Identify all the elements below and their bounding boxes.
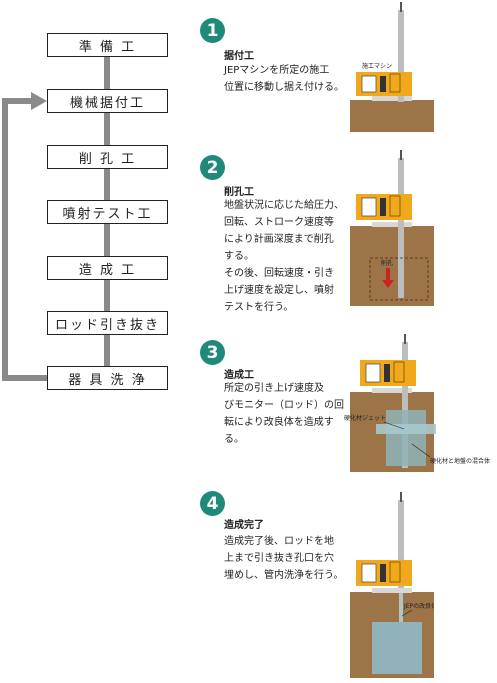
flow-step-construction: 造 成 工 xyxy=(47,256,168,280)
step-3-title: 造成工 xyxy=(224,370,254,381)
flow-step-drilling: 削 孔 工 xyxy=(47,145,168,169)
flow-step-preparation: 準 備 工 xyxy=(47,33,168,57)
step-1-badge: 1 xyxy=(200,18,225,43)
step-4-description: 造成完了後、ロッドを地 上まで引き抜き孔口を穴 埋めし、管内洗浄を行う。 xyxy=(224,536,344,581)
step-4-illustration: JEPの改良体 xyxy=(350,492,434,678)
jet-label: 硬化材ジェット xyxy=(344,414,386,422)
machine-label: 施工マシン xyxy=(362,62,392,70)
step-3-badge: 3 xyxy=(200,340,225,365)
improved-body-label: JEPの改良体 xyxy=(403,602,434,610)
step-2-title: 削孔工 xyxy=(224,187,254,198)
flow-step-injection-test: 噴射テスト工 xyxy=(47,200,168,224)
step-1-illustration: 施工マシン xyxy=(350,2,434,132)
mixture-label: 硬化材と地盤の混合体 xyxy=(430,457,490,465)
step-4-badge: 4 xyxy=(200,491,225,516)
step-2-illustration: 削孔 xyxy=(350,150,434,306)
step-4-title: 造成完了 xyxy=(224,520,264,531)
step-2-badge: 2 xyxy=(200,155,225,180)
return-arrow xyxy=(2,92,47,381)
step-1-title: 据付工 xyxy=(224,51,254,62)
flow-step-rod-extraction: ロッド引き抜き xyxy=(47,311,168,335)
flow-step-equipment-cleaning: 器 具 洗 浄 xyxy=(47,366,168,390)
drilling-label: 削孔 xyxy=(381,259,393,267)
flow-step-machine-setup: 機械据付工 xyxy=(47,89,168,113)
step-1-description: JEPマシンを所定の施工 位置に移動し据え付ける。 xyxy=(224,65,344,93)
step-3-illustration: 硬化材ジェット 硬化材と地盤の混合体 xyxy=(344,334,490,472)
step-3-description: 所定の引き上げ速度及 びモニター（ロッド）の回 転により改良体を造成する。 xyxy=(224,383,344,445)
step-2-description: 地盤状況に応じた給圧力、 回転、ストローク速度等 により計画深度まで削孔 する。… xyxy=(224,200,344,313)
